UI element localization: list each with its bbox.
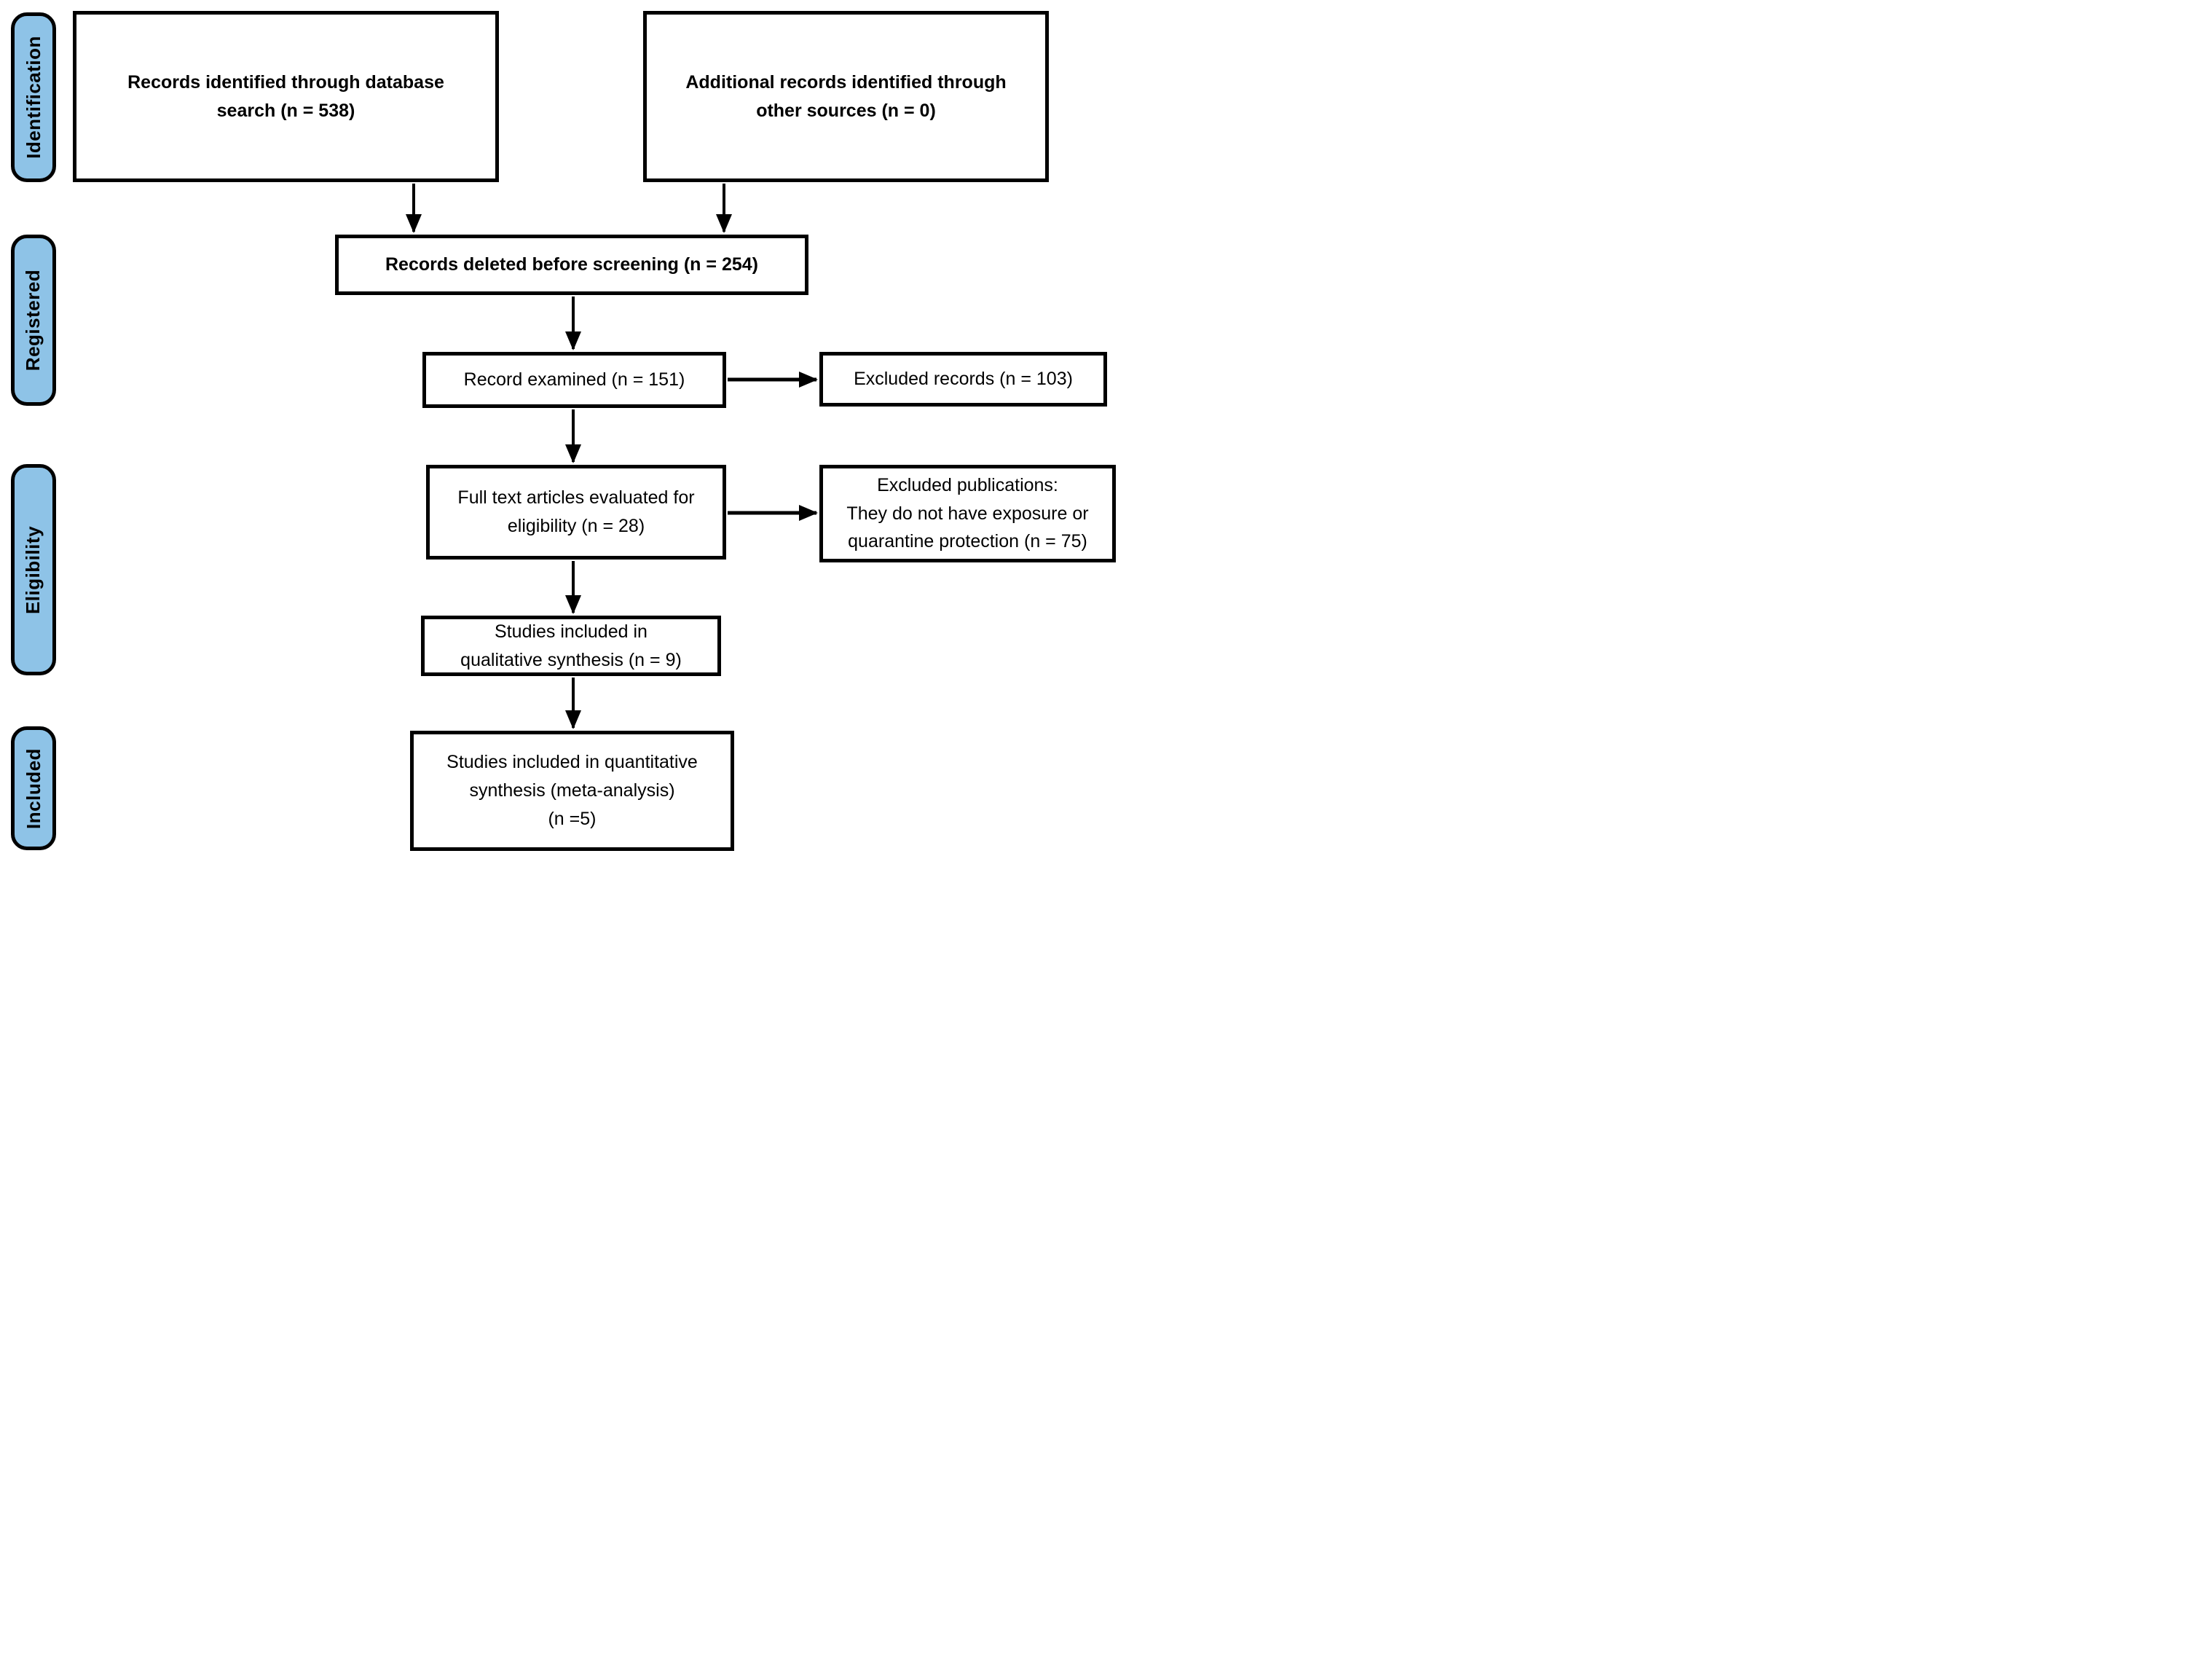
stage-eligibility: Eligibility xyxy=(11,464,56,675)
stage-identification-label: Identification xyxy=(22,36,44,159)
box-qualitative-synthesis: Studies included in qualitative synthesi… xyxy=(421,616,721,676)
box-records-examined-text: Record examined (n = 151) xyxy=(463,369,685,390)
box-additional-records-text: Additional records identified through ot… xyxy=(685,71,1007,121)
stage-registered: Registered xyxy=(11,235,56,406)
box-records-identified: Records identified through database sear… xyxy=(73,11,499,182)
box-quantitative-synthesis-text: Studies included in quantitative synthes… xyxy=(446,752,698,829)
stage-included: Included xyxy=(11,726,56,850)
box-records-deleted-text: Records deleted before screening (n = 25… xyxy=(385,254,758,275)
box-excluded-publications: Excluded publications: They do not have … xyxy=(819,465,1116,562)
box-records-deleted: Records deleted before screening (n = 25… xyxy=(335,235,808,295)
stage-identification: Identification xyxy=(11,12,56,182)
box-records-identified-text: Records identified through database sear… xyxy=(127,71,444,121)
box-excluded-records-text: Excluded records (n = 103) xyxy=(854,369,1073,390)
prisma-flow-diagram: Identification Registered Eligibility In… xyxy=(0,0,1125,855)
box-additional-records: Additional records identified through ot… xyxy=(643,11,1049,182)
box-excluded-publications-text: Excluded publications: They do not have … xyxy=(846,474,1089,552)
box-full-text-evaluated-text: Full text articles evaluated for eligibi… xyxy=(457,487,695,536)
box-full-text-evaluated: Full text articles evaluated for eligibi… xyxy=(426,465,726,560)
box-excluded-records: Excluded records (n = 103) xyxy=(819,352,1107,407)
box-quantitative-synthesis: Studies included in quantitative synthes… xyxy=(410,731,734,851)
stage-included-label: Included xyxy=(22,747,44,829)
box-records-examined: Record examined (n = 151) xyxy=(422,352,726,408)
box-qualitative-synthesis-text: Studies included in qualitative synthesi… xyxy=(460,621,682,670)
stage-eligibility-label: Eligibility xyxy=(22,525,44,614)
stage-registered-label: Registered xyxy=(22,269,44,372)
